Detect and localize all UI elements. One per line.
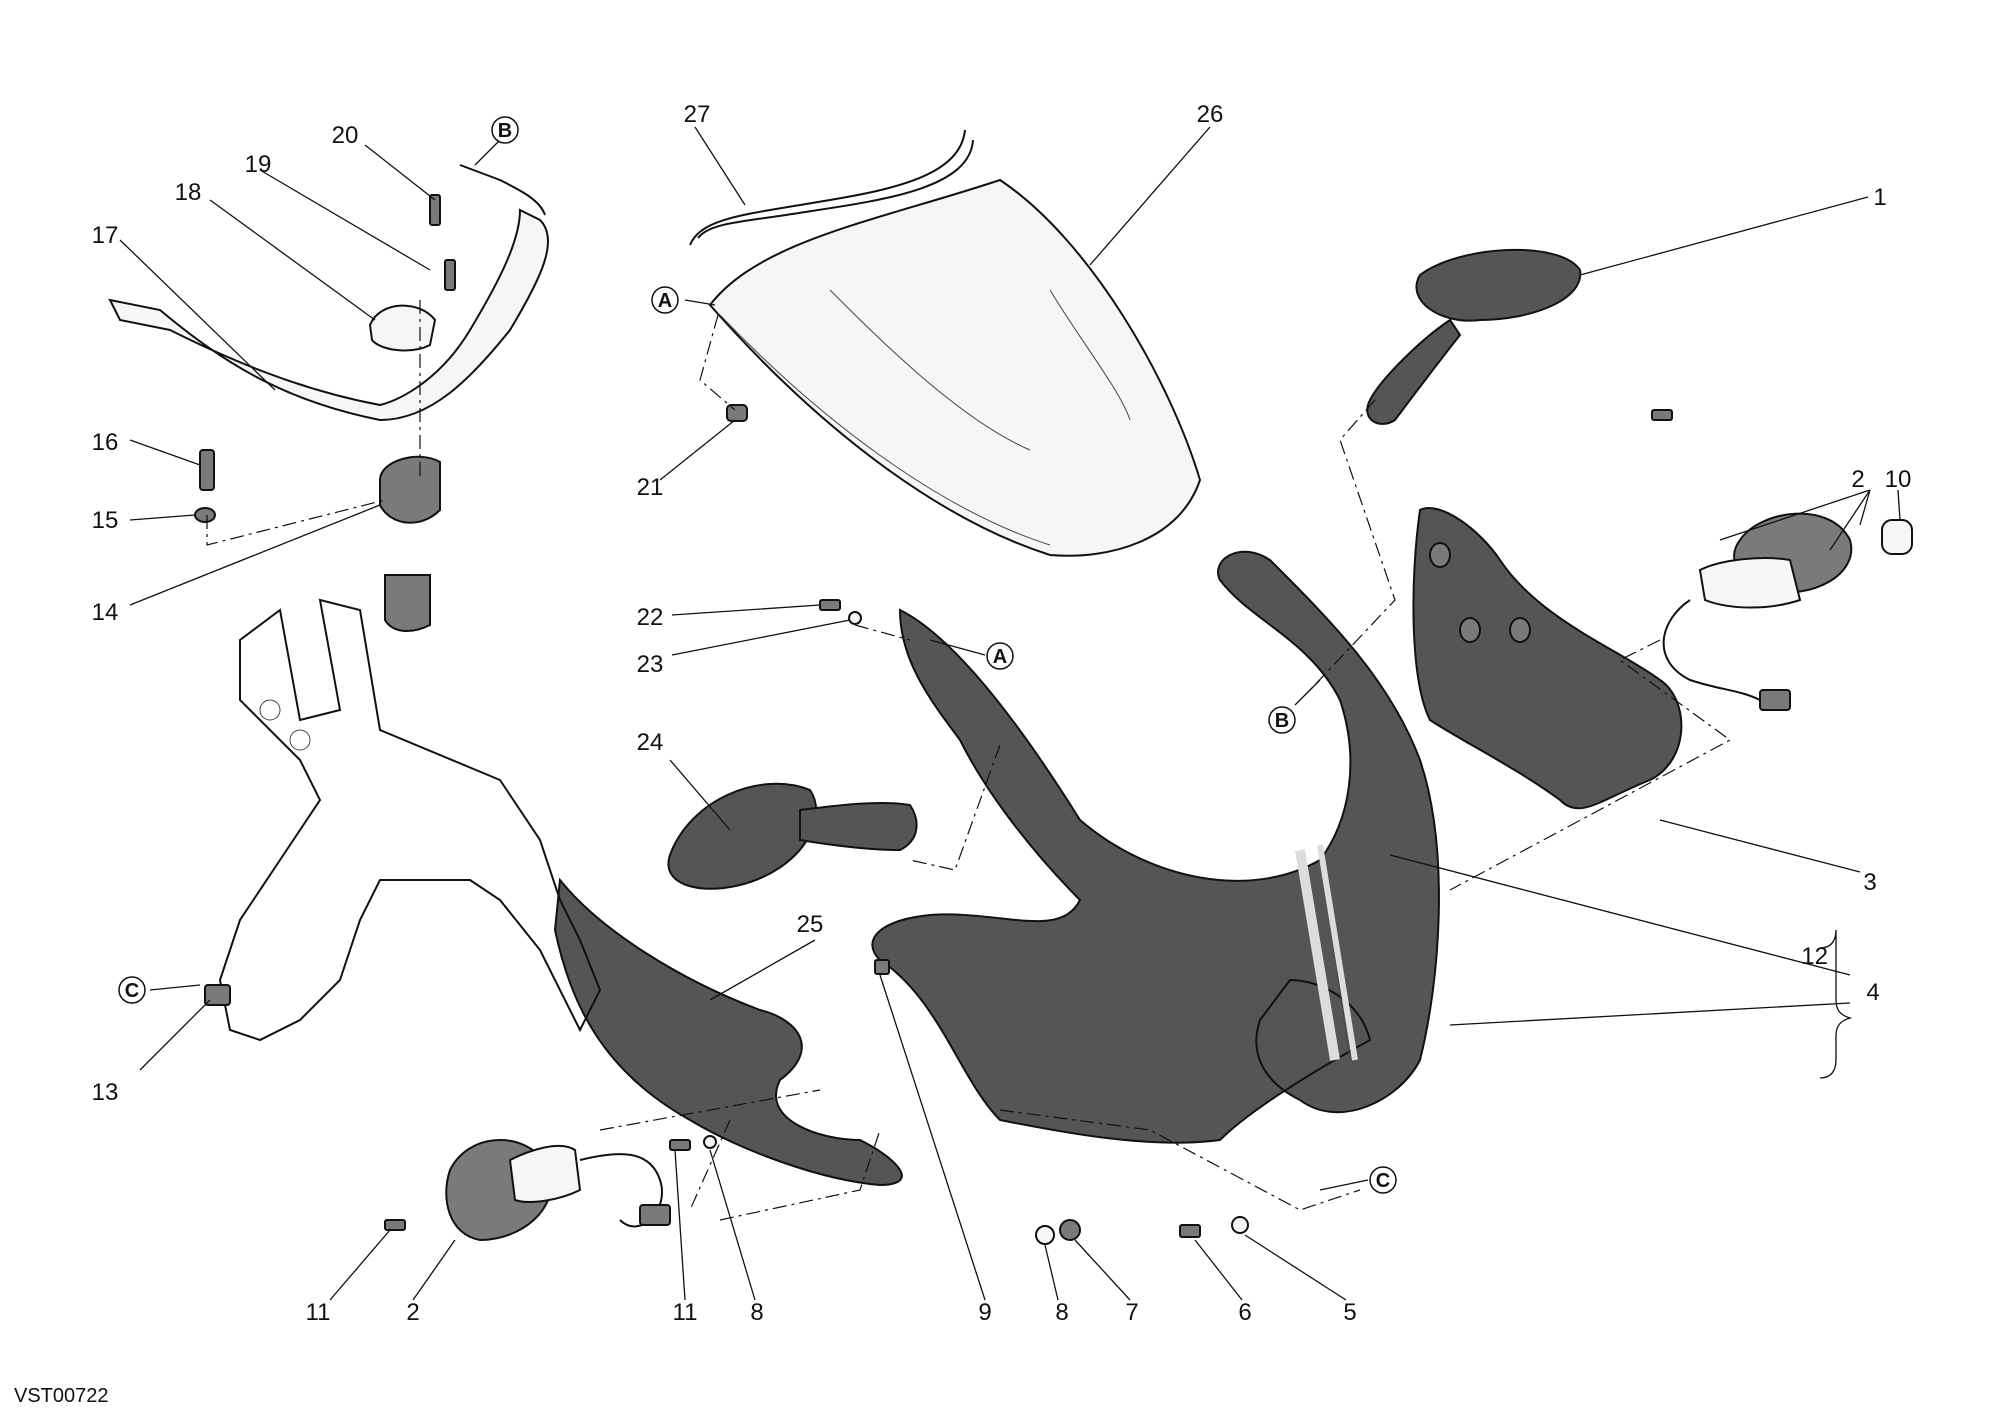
callout-2-lower: 2 [406, 1299, 419, 1326]
callout-11-left: 11 [306, 1299, 331, 1326]
callout-4: 4 [1866, 979, 1879, 1006]
callout-10: 10 [1885, 466, 1912, 493]
callout-20: 20 [332, 122, 359, 149]
reference-marker-b-fairing: B [1268, 679, 1321, 734]
callout-16: 16 [92, 429, 119, 456]
reference-letter: C [125, 980, 139, 1002]
front-fairing [871, 550, 1440, 1144]
callout-2-upper: 2 [1851, 466, 1864, 493]
left-mirror [667, 782, 918, 890]
callout-15: 15 [92, 507, 119, 534]
reference-marker-c-right: C [1319, 1166, 1397, 1194]
turn-signal-bulb [1881, 519, 1913, 555]
callout-25: 25 [797, 911, 824, 938]
reference-letter: A [993, 646, 1007, 668]
left-turn-signal [445, 1139, 671, 1242]
windscreen-seal [689, 129, 974, 246]
bar-clamp [368, 304, 437, 352]
right-inner-panel [1412, 507, 1683, 810]
reference-letter: A [658, 290, 672, 312]
right-turn-signal [1662, 512, 1853, 711]
windscreen [708, 178, 1202, 557]
callout-8-right: 8 [1055, 1299, 1068, 1326]
support-frame [218, 598, 602, 1042]
callout-26: 26 [1197, 101, 1224, 128]
callout-24: 24 [637, 729, 664, 756]
callout-27: 27 [684, 101, 711, 128]
callout-17: 17 [92, 222, 119, 249]
callout-6: 6 [1238, 1299, 1251, 1326]
callout-13: 13 [92, 1079, 119, 1106]
rubber-damper [379, 455, 441, 632]
callout-1: 1 [1873, 184, 1886, 211]
assembly-lines [206, 300, 1732, 1221]
callout-22: 22 [637, 604, 664, 631]
reference-letter: C [1376, 1170, 1390, 1192]
callout-labels: 1 2 2 3 4 5 6 7 8 8 9 10 11 11 12 13 14 … [92, 101, 1912, 1326]
screw-and-washer [194, 449, 216, 523]
reference-marker-c-left: C [118, 976, 201, 1004]
reference-letter: B [498, 120, 512, 142]
bracket-clip [204, 984, 231, 1006]
right-mirror [1366, 248, 1582, 425]
callout-7: 7 [1125, 1299, 1138, 1326]
callout-23: 23 [637, 651, 664, 678]
left-inner-panel [553, 877, 903, 1187]
callout-9: 9 [978, 1299, 991, 1326]
reference-letter: B [1275, 710, 1289, 732]
callout-8-left: 8 [750, 1299, 763, 1326]
reference-marker-a-fairing: A [929, 639, 1014, 670]
leader-lines [119, 126, 1901, 1301]
callout-18: 18 [175, 179, 202, 206]
figure-code: VST00722 [14, 1385, 109, 1407]
grab-bar [108, 164, 549, 422]
callout-14: 14 [92, 599, 119, 626]
callout-11-right: 11 [673, 1299, 698, 1326]
small-fasteners [384, 194, 1673, 1245]
callout-3: 3 [1863, 869, 1876, 896]
screen-nut [726, 404, 748, 422]
callout-5: 5 [1343, 1299, 1356, 1326]
callout-19: 19 [245, 151, 272, 178]
callout-21: 21 [637, 474, 664, 501]
reference-marker-b-top: B [474, 116, 519, 166]
reference-marker-a-top: A [651, 286, 716, 314]
callout-12: 12 [1801, 943, 1828, 970]
